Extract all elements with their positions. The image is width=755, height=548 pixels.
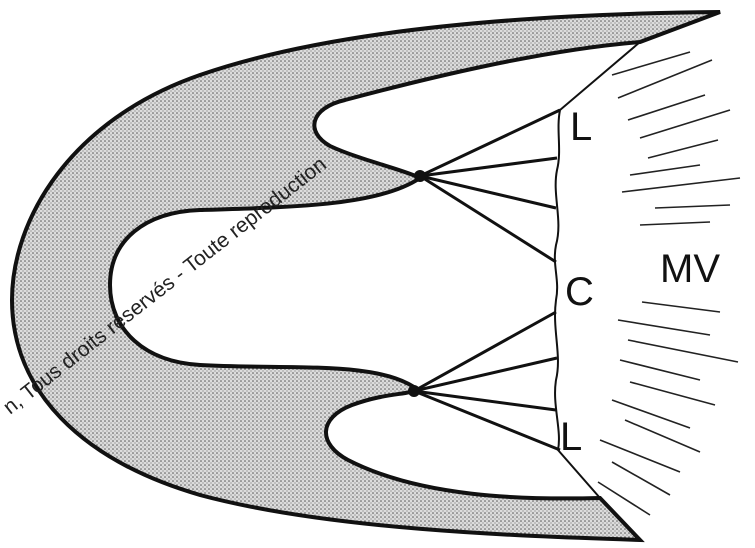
label-leaflet-bottom: L bbox=[560, 415, 582, 459]
chordae-lower bbox=[414, 312, 560, 450]
label-leaflet-top: L bbox=[570, 105, 592, 149]
chordae-upper bbox=[420, 110, 560, 262]
papillary-muscle-upper bbox=[414, 170, 426, 182]
label-mitral-valve: MV bbox=[660, 247, 720, 291]
ventricular-wall bbox=[12, 12, 720, 540]
label-commissure: C bbox=[565, 270, 594, 314]
papillary-muscle-lower bbox=[408, 385, 420, 397]
